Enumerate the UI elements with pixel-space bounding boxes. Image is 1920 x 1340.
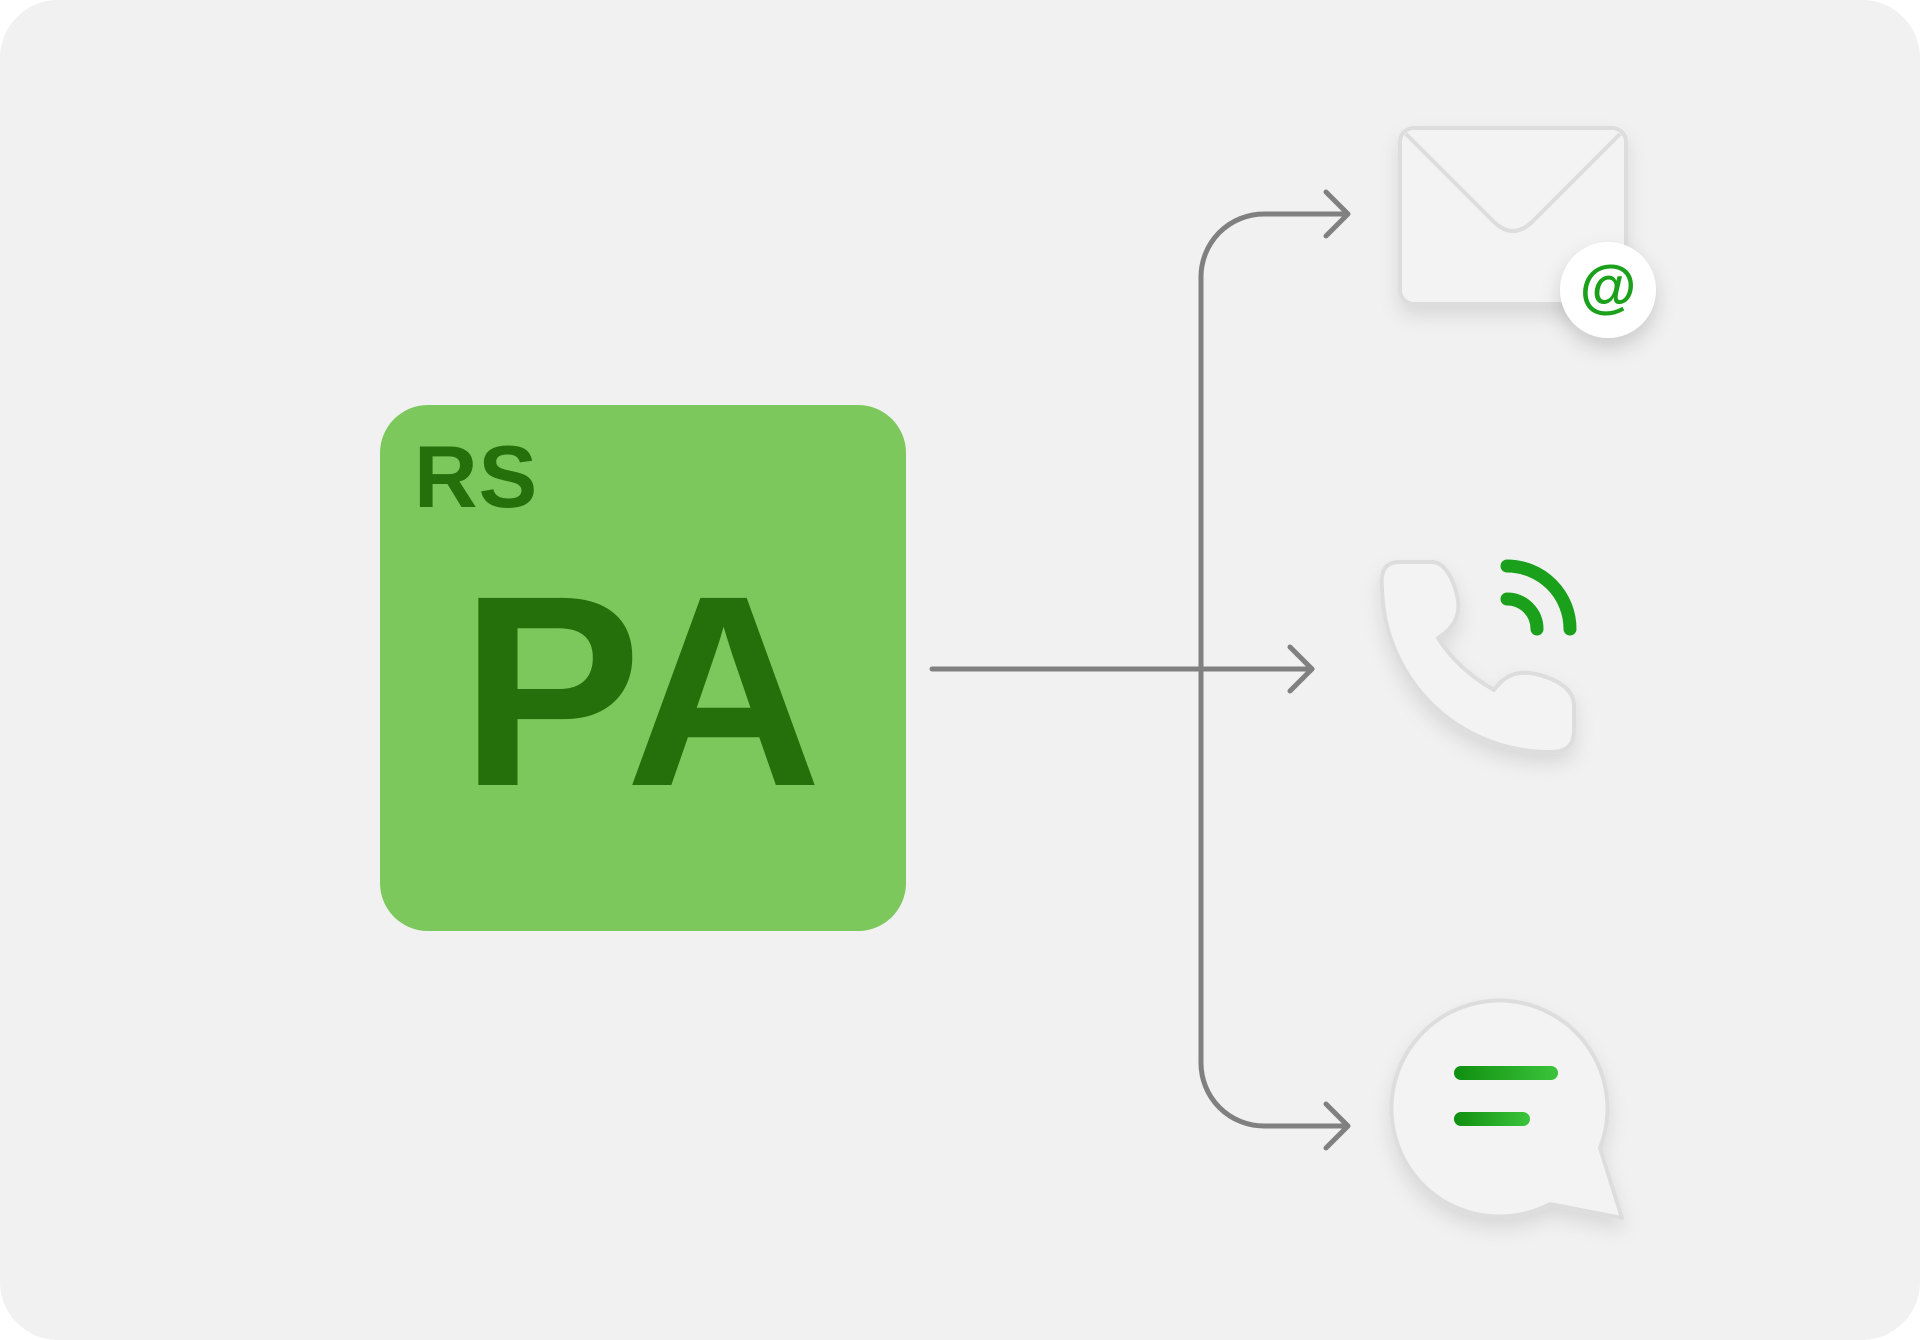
message-line-long <box>1454 1066 1558 1080</box>
product-name: PA <box>460 539 826 843</box>
at-sign-text: @ <box>1580 254 1637 319</box>
signal-wave-small <box>1500 592 1544 636</box>
connector-lines <box>929 189 1351 1151</box>
product-badge: RS <box>414 427 539 526</box>
phone-call-icon <box>1379 559 1577 754</box>
arrowhead-phone <box>1287 644 1315 694</box>
branch-email <box>1198 211 1349 281</box>
email-envelope-icon: @ <box>1398 126 1656 338</box>
at-sign-icon: @ <box>1560 242 1656 338</box>
signal-wave-large <box>1500 559 1577 636</box>
product-tile: RS PA <box>380 405 906 931</box>
arrowhead-message <box>1323 1101 1351 1151</box>
arrowhead-email <box>1323 189 1351 239</box>
branch-message <box>1198 1060 1349 1129</box>
chat-bubble-icon <box>1389 998 1624 1220</box>
message-line-short <box>1454 1112 1530 1126</box>
